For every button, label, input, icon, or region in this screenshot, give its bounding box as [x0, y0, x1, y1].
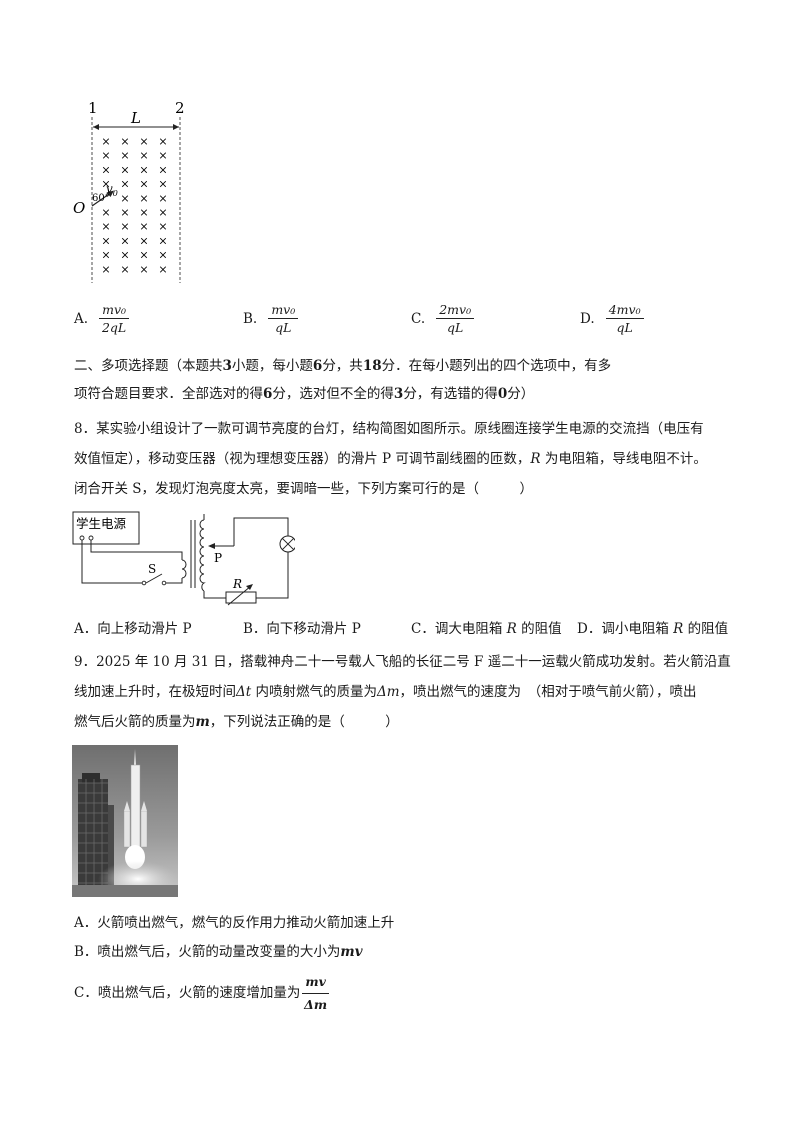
field-cross: × [101, 178, 110, 191]
field-cross: × [120, 234, 129, 247]
field-cross: × [120, 220, 129, 233]
field-cross: × [139, 263, 148, 276]
terminal-left [79, 535, 85, 541]
field-cross: × [158, 206, 167, 219]
q9-option-a[interactable]: A．火箭喷出燃气，燃气的反作用力推动火箭加速上升 [74, 915, 395, 931]
field-cross: × [158, 178, 167, 191]
field-cross: × [101, 206, 110, 219]
field-cross: × [101, 263, 110, 276]
resistor-label: R [232, 577, 242, 591]
section2-heading-line2: 项符合题目要求．全部选对的得6分，选对但不全的得3分，有选错的得0分） [74, 386, 535, 402]
field-cross: × [120, 135, 129, 148]
field-cross: × [139, 220, 148, 233]
magnetic-field-figure: 1 2 L ××××××××××××××××××××××××××××××××××… [73, 99, 185, 283]
field-cross: × [158, 263, 167, 276]
field-cross: × [158, 163, 167, 176]
field-cross: × [101, 220, 110, 233]
field-cross: × [158, 149, 167, 162]
field-cross: × [101, 135, 110, 148]
field-cross: × [120, 178, 129, 191]
q9-stem-line1: 9．2025 年 10 月 31 日，搭载神舟二十一号载人飞船的长征二号 F 遥… [74, 654, 731, 670]
q8-stem-line3: 闭合开关 S，发现灯泡亮度太亮，要调暗一些，下列方案可行的是（ ） [74, 481, 534, 497]
field-cross: × [101, 149, 110, 162]
q8-option-a[interactable]: A．向上移动滑片 P [74, 621, 192, 637]
boundary-2-label: 2 [175, 99, 185, 117]
q9-option-b[interactable]: B．喷出燃气后，火箭的动量改变量的大小为mv [74, 944, 363, 960]
field-cross: × [120, 206, 129, 219]
field-cross: × [158, 192, 167, 205]
primary-coil [181, 559, 187, 579]
section2-heading-line1: 二、多项选择题（本题共3小题，每小题6分，共18分．在每小题列出的四个选项中，有… [74, 358, 612, 374]
boundary-1-label: 1 [88, 99, 98, 117]
field-crosses: ××××××××××××××××××××××××××××××××××××××× [101, 135, 167, 276]
q9-stem-line2: 线加速上升时，在极短时间Δt 内喷射燃气的质量为Δm，喷出燃气的速度为 （相对于… [74, 684, 697, 700]
q8-option-d[interactable]: D．调小电阻箱 R 的阻值 [577, 621, 729, 637]
switch-label: S [148, 562, 156, 576]
q9-stem-line3: 燃气后火箭的质量为m，下列说法正确的是（ ） [74, 714, 399, 730]
field-cross: × [120, 263, 129, 276]
field-cross: × [101, 163, 110, 176]
field-cross: × [139, 163, 148, 176]
velocity-label: v0 [106, 182, 118, 198]
field-cross: × [139, 178, 148, 191]
field-cross: × [101, 234, 110, 247]
field-cross: × [139, 234, 148, 247]
q8-option-b[interactable]: B．向下移动滑片 P [243, 621, 361, 637]
field-cross: × [158, 249, 167, 262]
secondary-coil [199, 519, 206, 592]
field-cross: × [139, 135, 148, 148]
field-cross: × [120, 149, 129, 162]
q8-option-c[interactable]: C．调大电阻箱 R 的阻值 [411, 621, 562, 637]
power-supply-label: 学生电源 [76, 516, 127, 531]
angle-label: 60° [92, 193, 110, 204]
terminal-right [88, 535, 94, 541]
rocket-body [130, 764, 141, 848]
field-cross: × [139, 192, 148, 205]
circuit-diagram: 学生电源 S P R [72, 511, 295, 606]
field-cross: × [101, 249, 110, 262]
slider-label: P [214, 551, 222, 565]
q8-stem-line2: 效值恒定），移动变压器（视为理想变压器）的滑片 P 可调节副线圈的匝数，R 为电… [74, 451, 707, 467]
field-cross: × [120, 249, 129, 262]
field-cross: × [139, 249, 148, 262]
power-supply-box [72, 511, 140, 545]
width-label: L [130, 109, 141, 127]
field-cross: × [139, 149, 148, 162]
field-cross: × [120, 192, 129, 205]
field-cross: × [120, 163, 129, 176]
origin-label: O [73, 199, 85, 217]
q8-stem-line1: 8．某实验小组设计了一款可调节亮度的台灯，结构简图如图所示。原线圈连接学生电源的… [74, 421, 704, 437]
field-cross: × [158, 135, 167, 148]
field-cross: × [139, 206, 148, 219]
resistor-box [225, 591, 257, 604]
switch-lever [145, 573, 163, 584]
field-cross: × [158, 220, 167, 233]
rocket-escape-tower [134, 749, 136, 765]
rocket-launch-photo [72, 745, 178, 897]
field-cross: × [158, 234, 167, 247]
